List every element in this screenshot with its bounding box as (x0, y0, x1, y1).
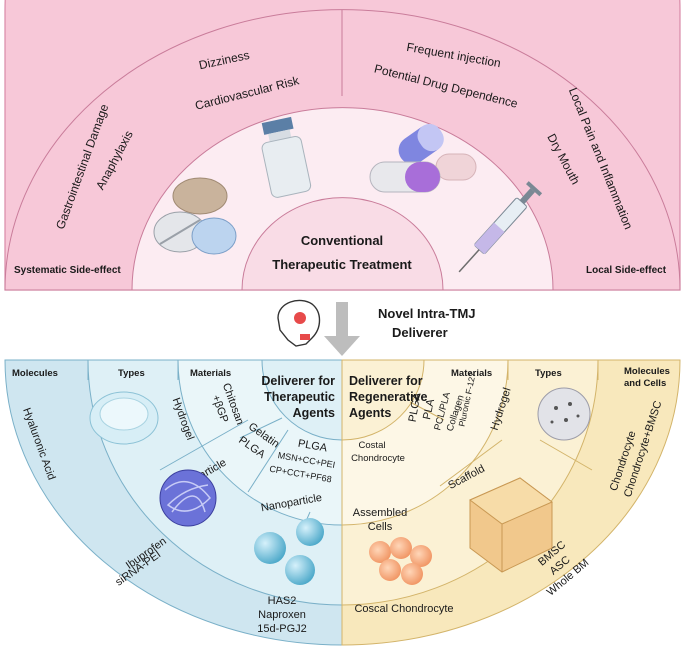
br-header-types: Types (535, 368, 562, 379)
bottom-right-quadrant: Deliverer for Regenerative Agents Materi… (341, 359, 681, 646)
scaffold-sponge-icon (469, 477, 553, 573)
br-header-molecules-2: and Cells (624, 378, 666, 389)
nanoparticle-beads-icon (254, 518, 324, 585)
bl-header-molecules: Molecules (12, 368, 58, 379)
br-material-pla: PLA (421, 397, 437, 420)
br-header-materials: Materials (451, 368, 492, 379)
bl-mol-15d: 15d-PGJ2 (257, 623, 307, 635)
center-line2: Therapeutic Treatment (272, 257, 412, 272)
br-material-chondrocyte: Chondrocyte (351, 453, 405, 464)
skull-icon (277, 299, 321, 347)
br-center-line2: Regenerative (349, 390, 428, 404)
middle-line2: Deliverer (392, 325, 448, 340)
middle-line1: Novel Intra-TMJ (378, 306, 476, 321)
br-center-line3: Agents (349, 406, 391, 420)
bl-header-materials: Materials (190, 368, 231, 379)
middle-section: Novel Intra-TMJ Deliverer (277, 299, 476, 356)
microparticle-mesh-icon (159, 469, 217, 527)
br-header-molecules-1: Molecules (624, 366, 670, 377)
bl-center-line3: Agents (293, 406, 335, 420)
bl-material-plga2: PLGA (297, 438, 329, 455)
vial-icon (261, 116, 312, 198)
hydrogel-dish-icon (89, 391, 159, 445)
top-semicircle: Conventional Therapeutic Treatment Syste… (4, 0, 681, 291)
down-arrow (324, 302, 360, 356)
bl-mol-has2: HAS2 (268, 595, 297, 607)
br-material-plga: PLGA (407, 391, 424, 423)
bottom-left-quadrant: Deliverer for Therapeutic Agents Molecul… (4, 359, 343, 646)
bl-center-line1: Deliverer for (261, 374, 335, 388)
bl-center-line2: Therapeutic (264, 390, 335, 404)
br-type-cells: Cells (368, 521, 393, 533)
br-center-line1: Deliverer for (349, 374, 423, 388)
systematic-side-effect-label: Systematic Side-effect (14, 265, 121, 276)
br-mol-coscal: Coscal Chondrocyte (354, 603, 453, 615)
top-center-ring (241, 197, 444, 291)
local-side-effect-label: Local Side-effect (586, 265, 667, 276)
syringe-icon (458, 181, 543, 273)
br-type-assembled: Assembled (353, 507, 407, 519)
pill-tablets-icon (153, 177, 237, 255)
center-line1: Conventional (301, 233, 383, 248)
hydrogel-sphere-icon (537, 387, 591, 441)
br-material-costal: Costal (359, 440, 386, 451)
capsule-icon (369, 123, 477, 193)
assembled-cells-icon (369, 537, 432, 585)
bl-header-types: Types (118, 368, 145, 379)
bl-mol-naproxen: Naproxen (258, 609, 306, 621)
